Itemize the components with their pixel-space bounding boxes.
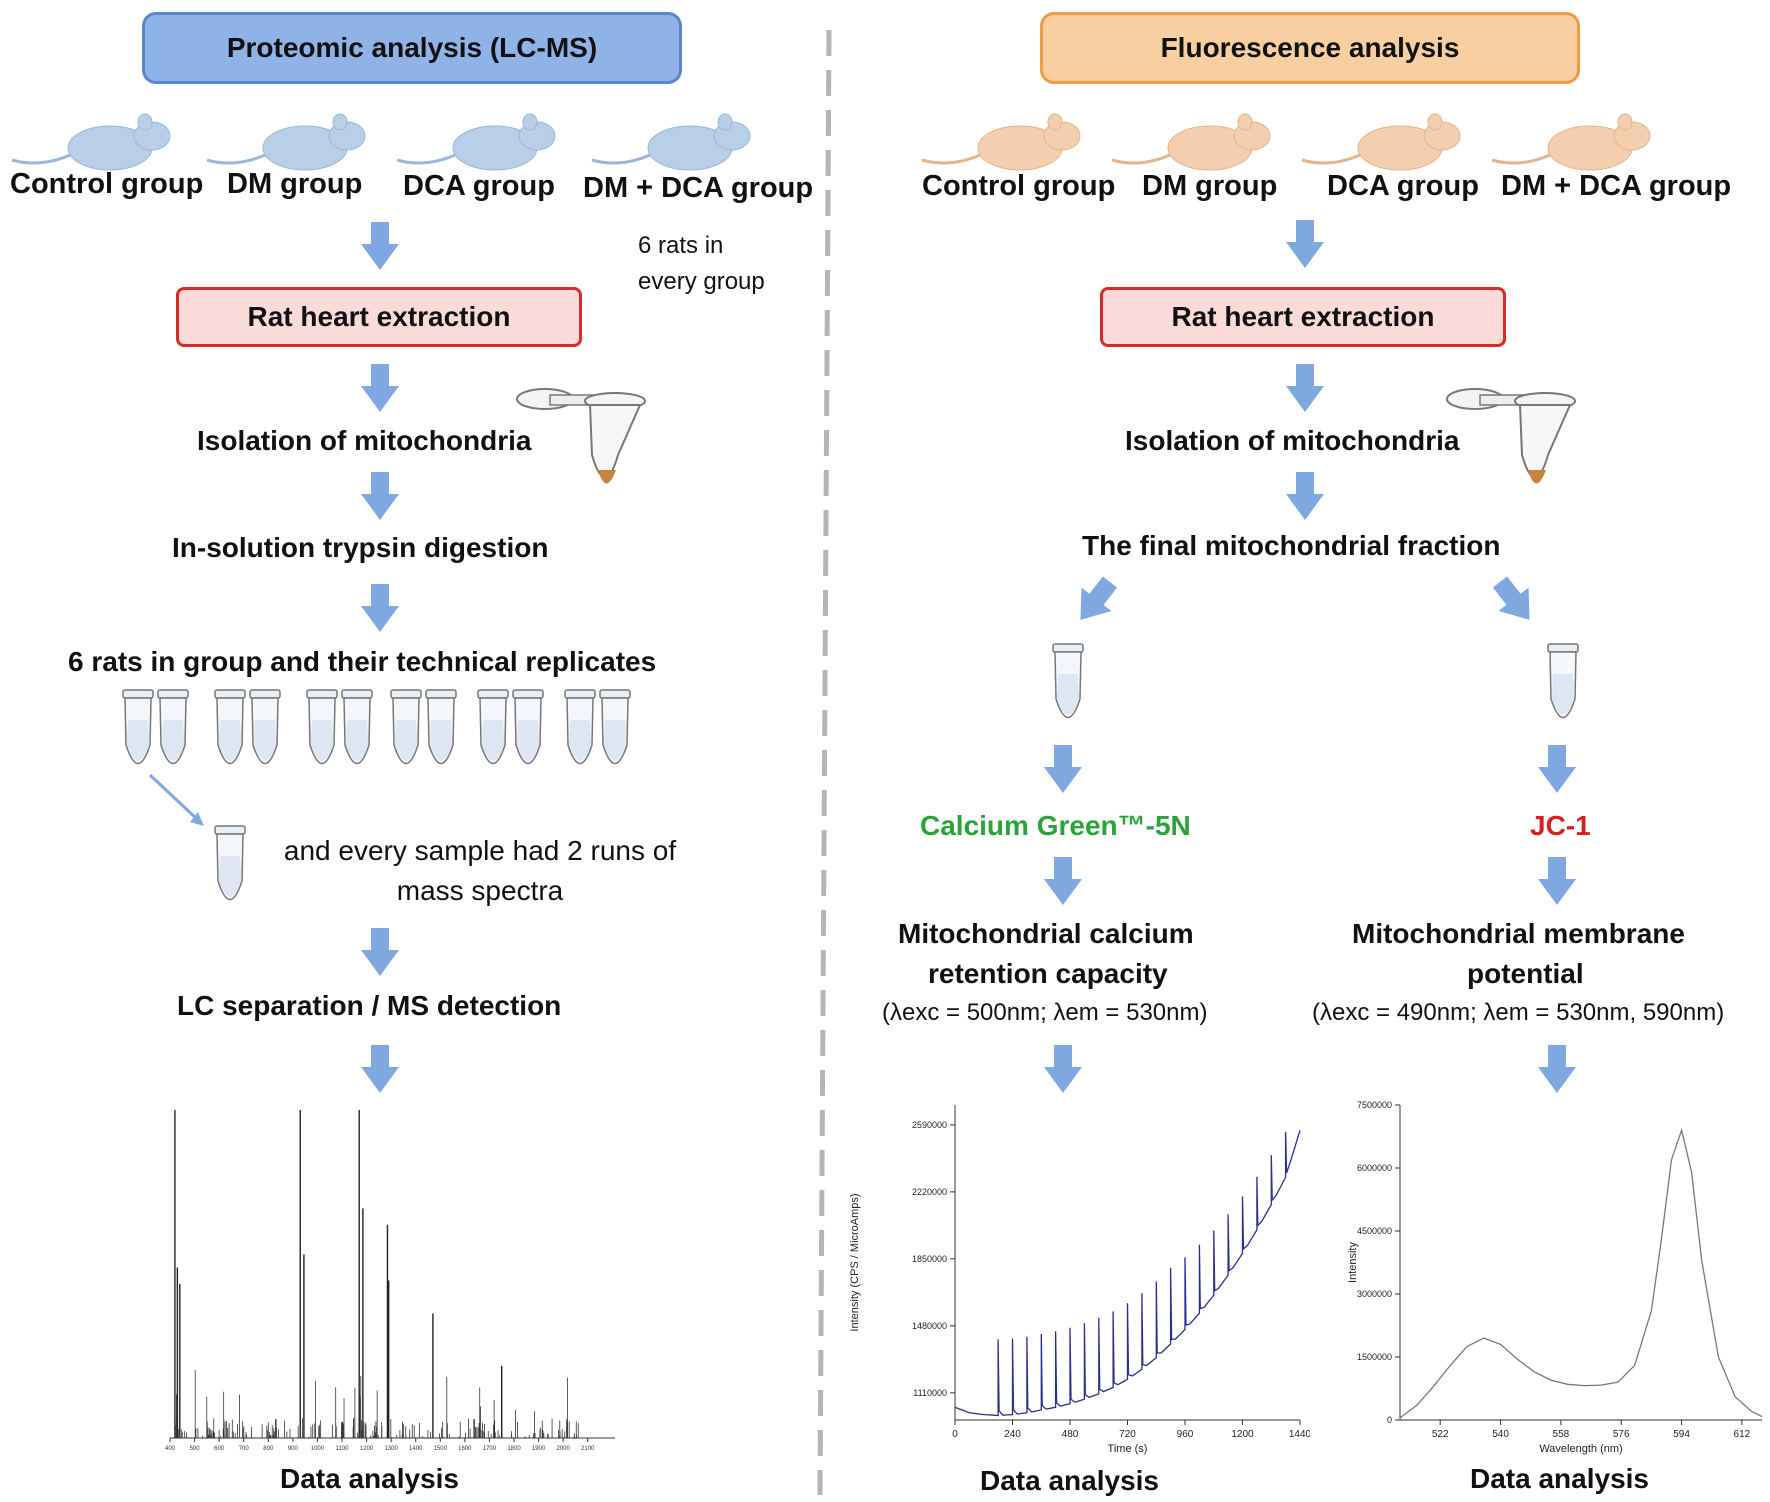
ms-tick-label: 600 <box>214 1446 225 1450</box>
dye-jc1: JC-1 <box>1530 810 1591 841</box>
measure-right-line1: Mitochondrial membrane <box>1352 918 1685 949</box>
x-tick-label: 960 <box>1177 1429 1194 1440</box>
right-isolation: Isolation of mitochondria <box>1125 425 1460 456</box>
x-tick-label: 240 <box>1004 1429 1021 1440</box>
ms-tick-label: 1100 <box>336 1446 350 1450</box>
y-tick-label: 2590000 <box>912 1120 947 1130</box>
y-tick-label: 2220000 <box>912 1187 947 1197</box>
dye-calcium-green: Calcium Green™-5N <box>920 810 1191 841</box>
ms-tick-label: 1200 <box>360 1446 374 1450</box>
right-extraction-box: Rat heart extraction <box>1100 287 1506 347</box>
calcium-retention-chart: 0 240 480 720 960 1200 1440 1110000 1480000 18500… <box>849 1105 1310 1455</box>
y-axis-label: Intensity (CPS / MicroAmps) <box>849 1193 861 1331</box>
ms-tick-label: 1300 <box>384 1446 398 1450</box>
rat-icons-blue <box>11 112 752 172</box>
ms-tick-label: 700 <box>239 1446 250 1450</box>
ms-tick-label: 1600 <box>458 1446 472 1450</box>
left-lcms: LC separation / MS detection <box>177 990 562 1021</box>
jc1-emission-chart: 522 540 558 576 594 612 0 1500000 3000000 4500000… <box>1347 1100 1763 1455</box>
series-line <box>954 1130 1301 1417</box>
y-tick-label: 0 <box>1387 1415 1392 1425</box>
y-tick-label: 1110000 <box>913 1388 947 1398</box>
y-tick-label: 3000000 <box>1357 1289 1392 1299</box>
measure-left-params: (λexc = 500nm; λem = 530nm) <box>882 999 1208 1026</box>
tube-left-branch-icon <box>1052 643 1084 719</box>
left-data-analysis: Data analysis <box>280 1463 459 1494</box>
runs-line1: and every sample had 2 runs of <box>283 835 677 866</box>
left-header: Proteomic analysis (LC-MS) <box>142 12 682 84</box>
y-tick-label: 1500000 <box>1357 1352 1392 1362</box>
ms-tick-label: 1400 <box>409 1446 423 1450</box>
left-group-dm: DM group <box>227 168 363 200</box>
y-tick-label: 4500000 <box>1357 1226 1392 1236</box>
x-tick-label: 1440 <box>1289 1429 1310 1440</box>
right-group-dm-dca: DM + DCA group <box>1501 170 1732 202</box>
measure-right-line2: potential <box>1467 958 1584 989</box>
x-axis-label: Wavelength (nm) <box>1539 1443 1622 1455</box>
y-tick-label: 1480000 <box>912 1321 947 1331</box>
x-tick-label: 1200 <box>1231 1429 1254 1440</box>
left-arrows <box>148 222 399 1093</box>
y-tick-label: 7500000 <box>1357 1100 1392 1110</box>
eppendorf-tube-icon-right <box>1446 388 1576 484</box>
left-isolation: Isolation of mitochondria <box>197 425 532 456</box>
y-tick-label: 1850000 <box>912 1254 947 1264</box>
y-tick-label: 6000000 <box>1357 1163 1392 1173</box>
right-group-dm: DM group <box>1142 170 1278 202</box>
eppendorf-tube-icon <box>516 388 646 484</box>
ms-tick-label: 1800 <box>507 1446 521 1450</box>
ms-tick-label: 1500 <box>434 1446 448 1450</box>
x-tick-label: 612 <box>1734 1429 1751 1440</box>
measure-left-line2: retention capacity <box>928 958 1168 989</box>
rat-icons-orange <box>921 112 1652 172</box>
x-tick-label: 594 <box>1673 1429 1690 1440</box>
left-replicates: 6 rats in group and their technical repl… <box>68 646 657 677</box>
right-fraction: The final mitochondrial fraction <box>1082 530 1501 561</box>
x-tick-label: 480 <box>1062 1429 1079 1440</box>
rats-note-line1: 6 rats in <box>638 232 724 259</box>
measure-left-line1: Mitochondrial calcium <box>898 918 1194 949</box>
measure-right-params: (λexc = 490nm; λem = 530nm, 590nm) <box>1312 999 1725 1026</box>
ms-tick-label: 2100 <box>581 1446 595 1450</box>
x-tick-label: 0 <box>952 1429 958 1440</box>
left-group-dca: DCA group <box>403 170 555 202</box>
ms-tick-label: 500 <box>190 1446 201 1450</box>
ms-tick-label: 1900 <box>532 1446 546 1450</box>
left-digestion: In-solution trypsin digestion <box>172 532 549 563</box>
right-group-control: Control group <box>922 170 1116 202</box>
y-axis-label: Intensity <box>1347 1242 1359 1283</box>
ms-tick-label: 1700 <box>483 1446 497 1450</box>
mass-spectrum-chart: 400 500 600 700 800 900 1000 1100 1200 1300 1400 15… <box>165 1110 615 1450</box>
tube-right-branch-icon <box>1547 643 1579 719</box>
series-line <box>1399 1127 1763 1419</box>
x-tick-label: 558 <box>1553 1429 1570 1440</box>
right-header: Fluorescence analysis <box>1040 12 1580 84</box>
x-tick-label: 540 <box>1492 1429 1509 1440</box>
ms-tick-label: 800 <box>263 1446 274 1450</box>
right-data-analysis-left: Data analysis <box>980 1465 1159 1496</box>
left-group-control: Control group <box>10 168 204 200</box>
left-extraction-box: Rat heart extraction <box>176 287 582 347</box>
ms-tick-label: 400 <box>165 1446 176 1450</box>
ms-tick-label: 900 <box>288 1446 299 1450</box>
left-group-dm-dca: DM + DCA group <box>583 172 814 204</box>
x-axis-label: Time (s) <box>1108 1443 1148 1455</box>
right-group-dca: DCA group <box>1327 170 1479 202</box>
rats-note-line2: every group <box>638 268 765 295</box>
ms-tick-label: 1000 <box>311 1446 325 1450</box>
x-tick-label: 522 <box>1432 1429 1449 1440</box>
x-tick-label: 576 <box>1613 1429 1630 1440</box>
runs-line2: mass spectra <box>396 875 564 906</box>
right-data-analysis-right: Data analysis <box>1470 1463 1649 1494</box>
x-tick-label: 720 <box>1119 1429 1136 1440</box>
ms-tick-label: 2000 <box>556 1446 570 1450</box>
